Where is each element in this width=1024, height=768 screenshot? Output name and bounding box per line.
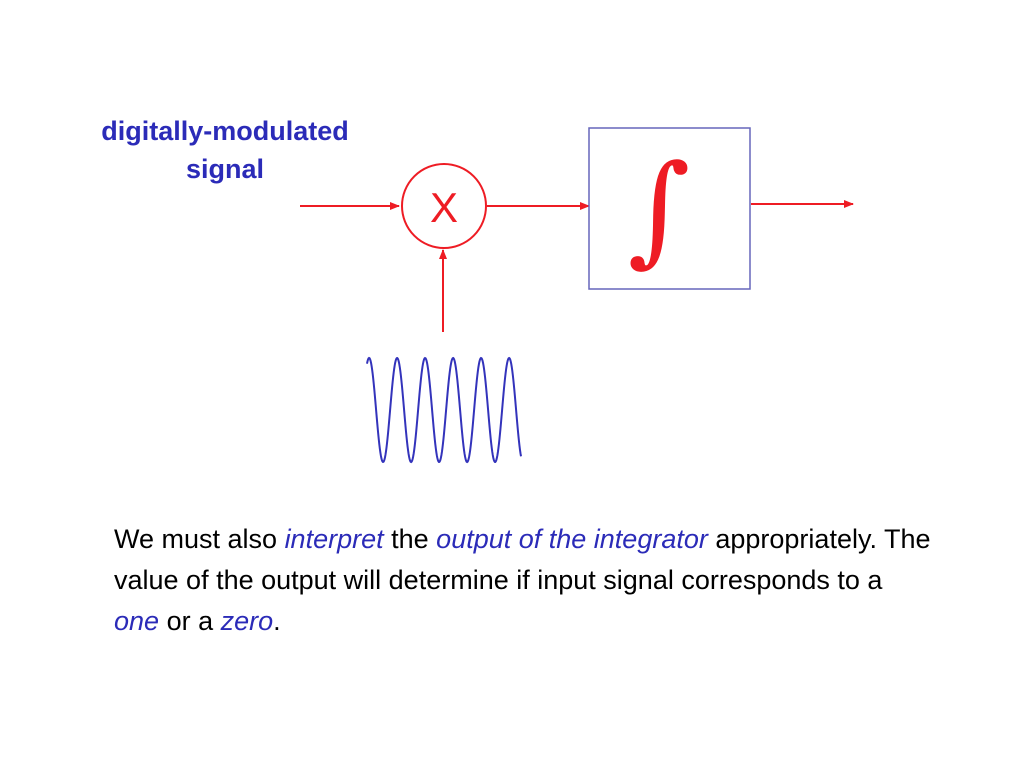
multiplier-symbol: X	[430, 184, 458, 231]
text-part-5: appropriately. The value of the output w…	[114, 524, 931, 595]
text-part-7: or a	[159, 606, 221, 636]
emphasis-interpret: interpret	[284, 524, 384, 554]
carrier-wave	[366, 356, 522, 464]
multiplier-circle	[401, 163, 487, 249]
text-part-1: We must also	[114, 524, 285, 554]
integrator-box	[588, 127, 751, 290]
emphasis-one: one	[114, 606, 160, 636]
explanation-paragraph: We must also interpret the output of the…	[114, 519, 934, 642]
text-part-3: the	[383, 524, 437, 554]
text-part-9: .	[273, 606, 281, 636]
emphasis-zero: zero	[220, 606, 274, 636]
emphasis-output-of-integrator: output of the integrator	[436, 524, 708, 554]
signal-label: digitally-modulated signal	[60, 112, 390, 188]
integrator-block: ∫	[588, 127, 751, 290]
signal-label-line1: digitally-modulated	[101, 116, 349, 146]
integral-symbol: ∫	[628, 140, 691, 279]
signal-label-line2: signal	[185, 154, 265, 184]
multiplier: X	[401, 163, 487, 249]
